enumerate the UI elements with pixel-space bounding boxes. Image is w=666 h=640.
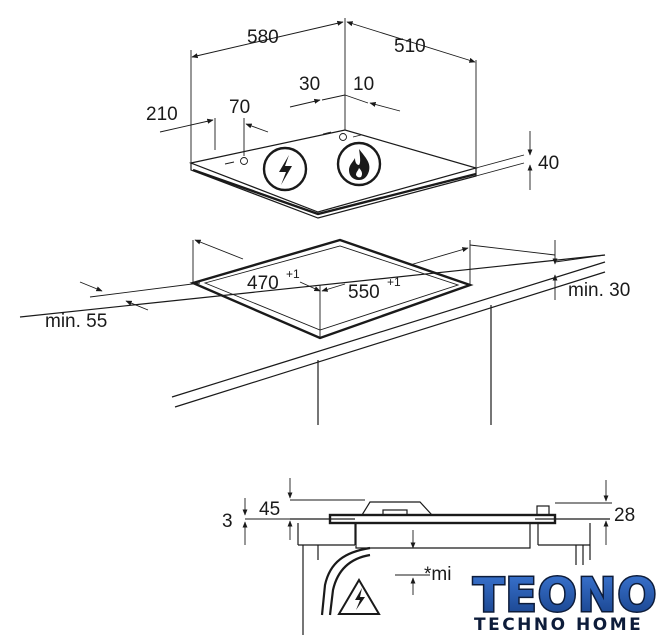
dim-height-40: 40 xyxy=(538,153,559,174)
dim-30: 30 xyxy=(299,74,320,95)
dim-45: 45 xyxy=(259,499,280,520)
dim-cutout-width: 550 xyxy=(348,282,380,303)
flame-icon xyxy=(336,141,382,187)
dim-min-55: min. 55 xyxy=(45,311,107,332)
dim-210: 210 xyxy=(146,104,178,125)
countertop xyxy=(19,254,606,425)
top-dimension-arrows xyxy=(159,20,533,190)
hob-top xyxy=(188,129,479,219)
dim-28: 28 xyxy=(614,505,635,526)
dim-min-30: min. 30 xyxy=(568,280,630,301)
dim-min-bottom: *mi xyxy=(424,564,451,585)
cutout xyxy=(189,238,606,340)
dim-depth-510: 510 xyxy=(394,36,426,57)
watermark-brand: TEONO xyxy=(473,568,658,622)
dim-cutout-width-tol: +1 xyxy=(387,275,401,289)
electric-warning-icon xyxy=(337,578,381,615)
cutout-dimension-arrows xyxy=(79,239,558,311)
side-dimension-arrows xyxy=(242,478,612,595)
teono-watermark: TEONO TECHNO HOME xyxy=(470,567,658,635)
dim-70: 70 xyxy=(229,97,250,118)
dim-10: 10 xyxy=(353,74,374,95)
dim-width-580: 580 xyxy=(247,27,279,48)
dim-cutout-depth: 470 xyxy=(247,273,279,294)
side-section xyxy=(290,501,610,635)
watermark-tagline: TECHNO HOME xyxy=(474,615,643,635)
dim-3: 3 xyxy=(222,511,233,532)
dimension-labels: 580 510 210 70 30 10 40 470 +1 550 +1 mi… xyxy=(45,27,635,585)
top-extension-lines xyxy=(190,18,525,177)
lightning-bolt-icon xyxy=(262,146,308,192)
dim-cutout-depth-tol: +1 xyxy=(286,267,300,281)
